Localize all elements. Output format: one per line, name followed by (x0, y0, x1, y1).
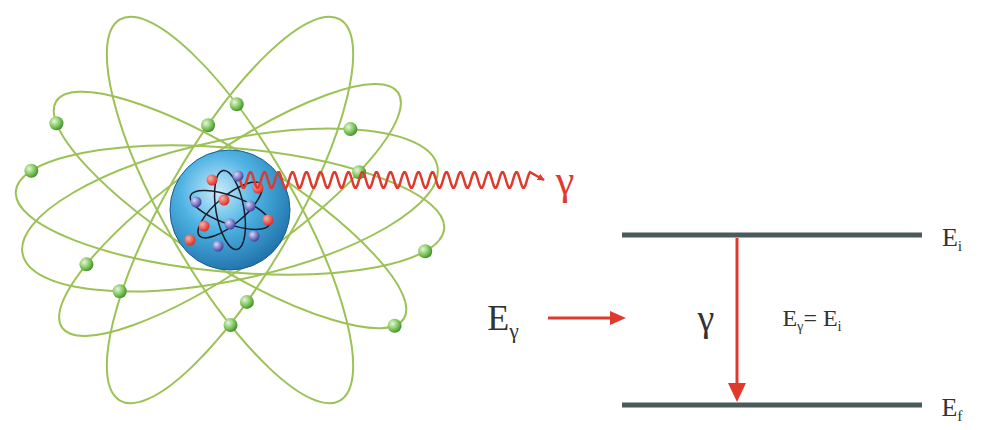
neutron (191, 197, 202, 208)
electron (113, 284, 127, 298)
neutron (249, 231, 260, 242)
electron (230, 97, 244, 111)
electron (418, 244, 432, 258)
subscript: f (957, 407, 962, 424)
final-level-line (622, 403, 922, 408)
level-label: Ei (942, 225, 962, 251)
electron (24, 164, 38, 178)
text-run: E (942, 223, 958, 252)
text-run: γ (698, 297, 715, 339)
gamma-symbol: γ (556, 159, 575, 201)
electron-orbit (65, 0, 396, 430)
subscript: γ (797, 318, 803, 334)
neutron (225, 219, 236, 230)
energy-level-diagram (548, 235, 922, 405)
text-run: E (487, 298, 509, 338)
electron-orbit (27, 55, 433, 366)
text-run: = E (803, 305, 837, 331)
electron (388, 319, 402, 333)
electron-orbit (65, 0, 396, 430)
initial-level-line (622, 233, 922, 238)
nuclear-orbit (186, 182, 275, 237)
neutron (245, 201, 256, 212)
nucleus-sphere (170, 150, 290, 270)
neutron (233, 171, 244, 182)
proton (199, 221, 210, 232)
text-run: E (941, 393, 957, 422)
energy-equation: Eγ= Ei (782, 306, 841, 330)
electron (343, 122, 357, 136)
subscript: i (838, 318, 842, 334)
electron-orbit (8, 97, 452, 322)
photon-energy-arrow (548, 317, 612, 320)
photon-energy-arrowhead (610, 311, 626, 325)
proton (263, 215, 274, 226)
gamma-symbol: γ (698, 299, 715, 337)
level-label: Ef (941, 395, 962, 421)
electron-orbit (31, 47, 430, 372)
electron (49, 116, 63, 130)
gamma-wave (240, 172, 544, 188)
subscript: γ (509, 319, 519, 343)
atom-illustration (8, 0, 544, 430)
transition-arrow (736, 238, 739, 385)
transition-arrowhead (728, 383, 746, 402)
electron (201, 118, 215, 132)
electron (79, 257, 93, 271)
photon-energy-label: Eγ (487, 300, 519, 336)
proton (207, 175, 218, 186)
subscript: i (958, 237, 962, 254)
proton (219, 195, 230, 206)
electron (240, 295, 254, 309)
text-run: E (782, 305, 797, 331)
electron (223, 318, 237, 332)
nuclear-orbit (190, 174, 269, 247)
text-run: γ (556, 157, 575, 203)
proton (185, 235, 196, 246)
neutron (213, 241, 224, 252)
